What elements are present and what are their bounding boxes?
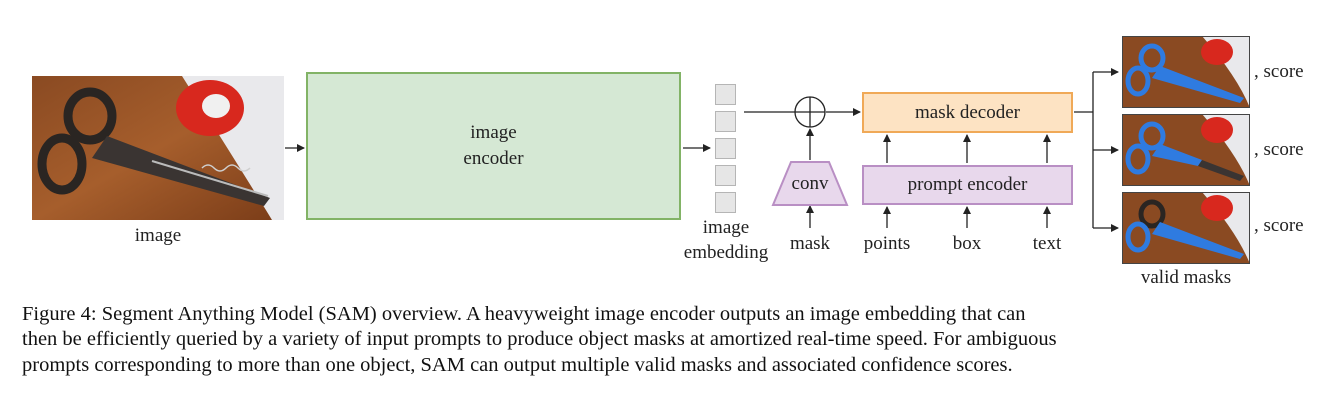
input-image <box>32 76 284 220</box>
mask-decoder-label: mask decoder <box>915 101 1020 123</box>
caption-line-1: Figure 4: Segment Anything Model (SAM) o… <box>22 303 1026 325</box>
prompt-text-label: text <box>1032 233 1062 254</box>
score-label-3: , score <box>1254 215 1304 236</box>
mask-input-label: mask <box>789 233 831 254</box>
valid-masks-label: valid masks <box>1140 267 1232 288</box>
score-label-2: , score <box>1254 139 1304 160</box>
prompt-points-label: points <box>863 233 911 254</box>
output-mask-2 <box>1122 114 1250 186</box>
prompt-encoder-label: prompt encoder <box>907 174 1028 195</box>
output-mask-1 <box>1122 36 1250 108</box>
embedding-cell <box>715 192 736 213</box>
caption-line-2: then be efficiently queried by a variety… <box>22 328 1057 351</box>
score-label-1: , score <box>1254 61 1304 82</box>
conv-trapezoid <box>771 161 849 206</box>
embedding-cell <box>715 111 736 132</box>
scissors-shape <box>37 87 270 206</box>
diagram-connectors <box>285 68 1119 232</box>
input-image-label: image <box>134 225 182 246</box>
prompt-encoder-box: prompt encoder <box>862 165 1073 205</box>
encoder-label-line2: encoder <box>463 148 524 169</box>
encoder-label-line1: image <box>470 122 517 144</box>
image-encoder-box: image encoder <box>306 72 681 220</box>
embedding-cell <box>715 84 736 105</box>
mask-decoder-box: mask decoder <box>862 92 1073 133</box>
embedding-cell <box>715 165 736 186</box>
embedding-label-line1: image <box>702 217 750 238</box>
figure-caption: Figure 4: Segment Anything Model (SAM) o… <box>22 302 1332 378</box>
output-mask-3 <box>1122 192 1250 264</box>
plus-circle-icon <box>794 96 826 128</box>
embedding-cell <box>715 138 736 159</box>
embedding-label-line2: embedding <box>683 242 769 263</box>
conv-label: conv <box>791 173 829 194</box>
caption-line-3: prompts corresponding to more than one o… <box>22 353 1013 376</box>
prompt-box-label: box <box>952 233 982 254</box>
